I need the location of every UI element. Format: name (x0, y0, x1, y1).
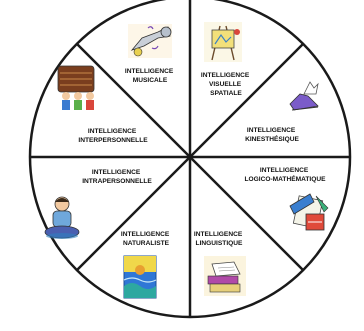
landscape-icon (123, 255, 157, 299)
label-line: KINESTHÉSIQUE (245, 134, 299, 143)
segment-linguistique: INTELLIGENCE LINGUISTIQUE (194, 231, 246, 296)
label-line: INTRAPERSONNELLE (82, 178, 152, 185)
label-line: INTELLIGENCE (247, 127, 296, 134)
label-interpersonnelle: INTELLIGENCE INTERPERSONNELLE (78, 128, 148, 144)
label-line: NATURALISTE (123, 240, 170, 247)
books-icon (204, 256, 246, 296)
segment-naturaliste: INTELLIGENCE NATURALISTE (121, 231, 171, 299)
label-line: INTELLIGENCE (201, 72, 250, 79)
segment-logico-mathematique: INTELLIGENCE LOGICO-MATHÉMATIQUE (244, 167, 329, 231)
wheel-center (187, 154, 193, 160)
label-kinesthesique: INTELLIGENCE KINESTHÉSIQUE (245, 127, 299, 143)
label-line: INTELLIGENCE (194, 231, 243, 238)
label-visuelle-spatiale: INTELLIGENCE VISUELLE SPATIALE (201, 72, 251, 97)
label-line: INTELLIGENCE (88, 128, 137, 135)
segment-visuelle-spatiale: INTELLIGENCE VISUELLE SPATIALE (201, 22, 251, 97)
winged-shoe-icon (289, 81, 319, 111)
label-line: INTELLIGENCE (260, 167, 309, 174)
trumpet-icon (128, 24, 172, 58)
easel-icon (204, 22, 242, 62)
segment-musicale: INTELLIGENCE MUSICALE (125, 24, 175, 84)
label-line: SPATIALE (210, 90, 242, 97)
label-line: LOGICO-MATHÉMATIQUE (244, 174, 326, 183)
people-group-icon (57, 65, 95, 110)
label-line: VISUELLE (209, 81, 242, 88)
segment-kinesthesique: INTELLIGENCE KINESTHÉSIQUE (245, 81, 319, 143)
segment-intrapersonnelle: INTELLIGENCE INTRAPERSONNELLE (44, 169, 152, 239)
label-line: INTERPERSONNELLE (78, 137, 148, 144)
label-line: LINGUISTIQUE (196, 240, 243, 247)
label-line: MUSICALE (133, 77, 168, 84)
label-line: INTELLIGENCE (121, 231, 170, 238)
math-tools-icon (289, 193, 329, 231)
label-linguistique: INTELLIGENCE LINGUISTIQUE (194, 231, 244, 247)
segment-interpersonnelle: INTELLIGENCE INTERPERSONNELLE (57, 65, 148, 144)
label-line: INTELLIGENCE (92, 169, 141, 176)
label-naturaliste: INTELLIGENCE NATURALISTE (121, 231, 171, 247)
label-line: INTELLIGENCE (125, 68, 174, 75)
label-intrapersonnelle: INTELLIGENCE INTRAPERSONNELLE (82, 169, 152, 185)
label-musicale: INTELLIGENCE MUSICALE (125, 68, 175, 84)
label-logico-mathematique: INTELLIGENCE LOGICO-MATHÉMATIQUE (244, 167, 326, 183)
meditating-person-icon (44, 196, 80, 239)
